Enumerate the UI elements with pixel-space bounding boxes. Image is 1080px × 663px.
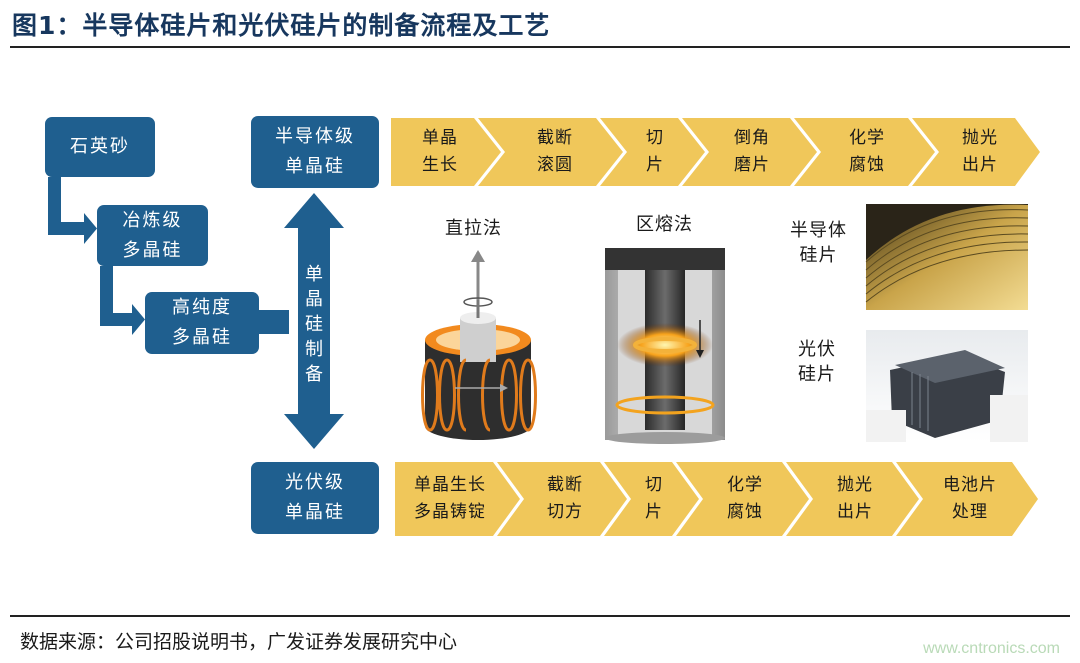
bottom-divider — [10, 615, 1070, 617]
pv-step-cropping-squaring: 截断 切方 — [547, 475, 583, 522]
watermark: www.cntronics.com — [923, 640, 1060, 657]
connector-bar — [259, 310, 289, 334]
connector-arrow-1 — [48, 177, 97, 244]
pv-wafer-label: 光伏 硅片 — [798, 339, 836, 385]
semi-step-chemical-etching: 化学 腐蚀 — [849, 128, 885, 175]
pv-step-growth-casting: 单晶生长 多晶铸锭 — [414, 475, 486, 522]
pv-grade-monocrystal-box: 光伏级 单晶硅 — [251, 462, 379, 534]
semiconductor-grade-monocrystal-box: 半导体级 单晶硅 — [251, 116, 379, 188]
semiconductor-wafer-photo — [865, 204, 1029, 310]
pv-step-polishing-output: 抛光 出片 — [837, 475, 873, 522]
semiconductor-wafer-label: 半导体 硅片 — [790, 220, 847, 266]
pv-step-chemical-etching: 化学 腐蚀 — [727, 475, 763, 522]
source-note: 数据来源：公司招股说明书，广发证券发展研究中心 — [20, 631, 458, 653]
semi-step-polishing-output: 抛光 出片 — [962, 128, 998, 175]
top-divider — [10, 46, 1070, 48]
connector-arrow-2 — [100, 266, 145, 335]
float-zone-illustration — [605, 248, 725, 444]
czochralski-label: 直拉法 — [445, 218, 502, 239]
metallurgical-polysilicon-box: 冶炼级 多晶硅 — [97, 205, 208, 266]
figure-title: 图1：半导体硅片和光伏硅片的制备流程及工艺 — [12, 11, 551, 40]
semi-step-cropping-grinding: 截断 滚圆 — [537, 128, 573, 175]
monocrystal-preparation-label: 单 晶 硅 制 备 — [305, 264, 323, 385]
semi-step-edge-lapping: 倒角 磨片 — [734, 128, 770, 175]
czochralski-furnace-illustration — [421, 250, 537, 440]
pv-step-cell-processing: 电池片 处理 — [943, 475, 997, 522]
semi-step-crystal-growth: 单晶 生长 — [422, 128, 458, 175]
high-purity-polysilicon-box: 高纯度 多晶硅 — [145, 292, 259, 354]
double-arrow — [284, 193, 344, 449]
quartz-sand-box: 石英砂 — [45, 117, 155, 177]
pv-wafer-photo — [866, 330, 1028, 442]
semi-step-slicing: 切 片 — [646, 128, 664, 175]
float-zone-label: 区熔法 — [636, 214, 693, 235]
semi-process-chevrons — [391, 118, 1040, 186]
pv-process-chevrons — [395, 462, 1038, 536]
pv-step-slicing: 切 片 — [645, 475, 663, 522]
